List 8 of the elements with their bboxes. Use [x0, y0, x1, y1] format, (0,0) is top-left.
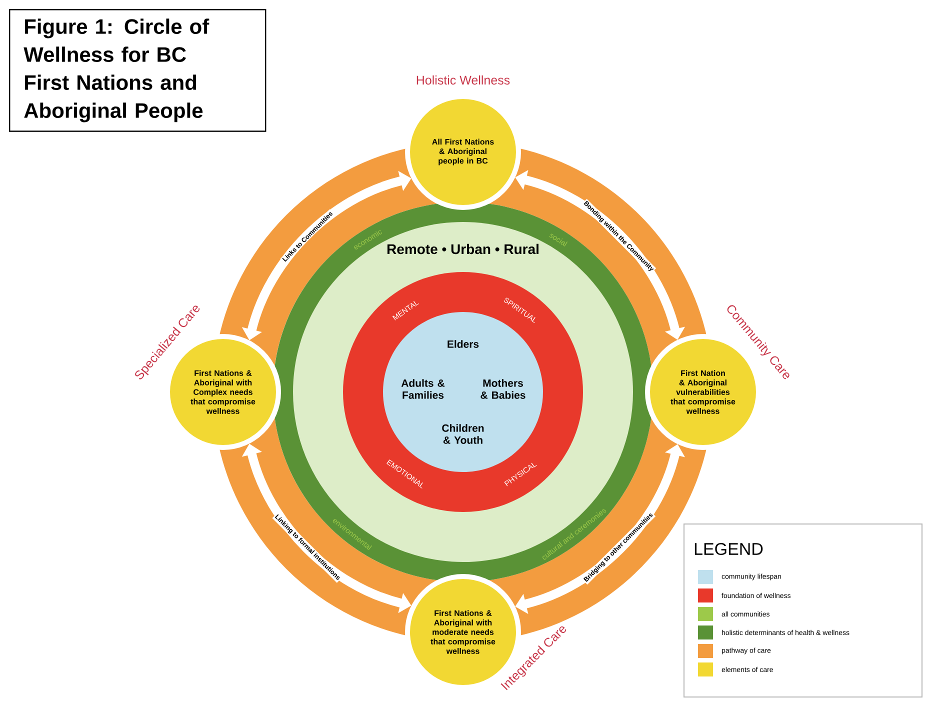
communities-heading: Remote • Urban • Rural — [387, 244, 538, 254]
group-label: Adults & Families — [401, 379, 445, 399]
group-label: Mothers & Babies — [480, 379, 526, 399]
legend-heading: LEGEND — [694, 542, 763, 555]
group-label: Elders — [448, 340, 479, 348]
care-label: Holistic Wellness — [416, 75, 510, 85]
title-box: Figure 1: Circle of Wellness for BC First Nations and Aboriginal People — [9, 9, 266, 132]
group-label: Children & Youth — [442, 424, 484, 444]
